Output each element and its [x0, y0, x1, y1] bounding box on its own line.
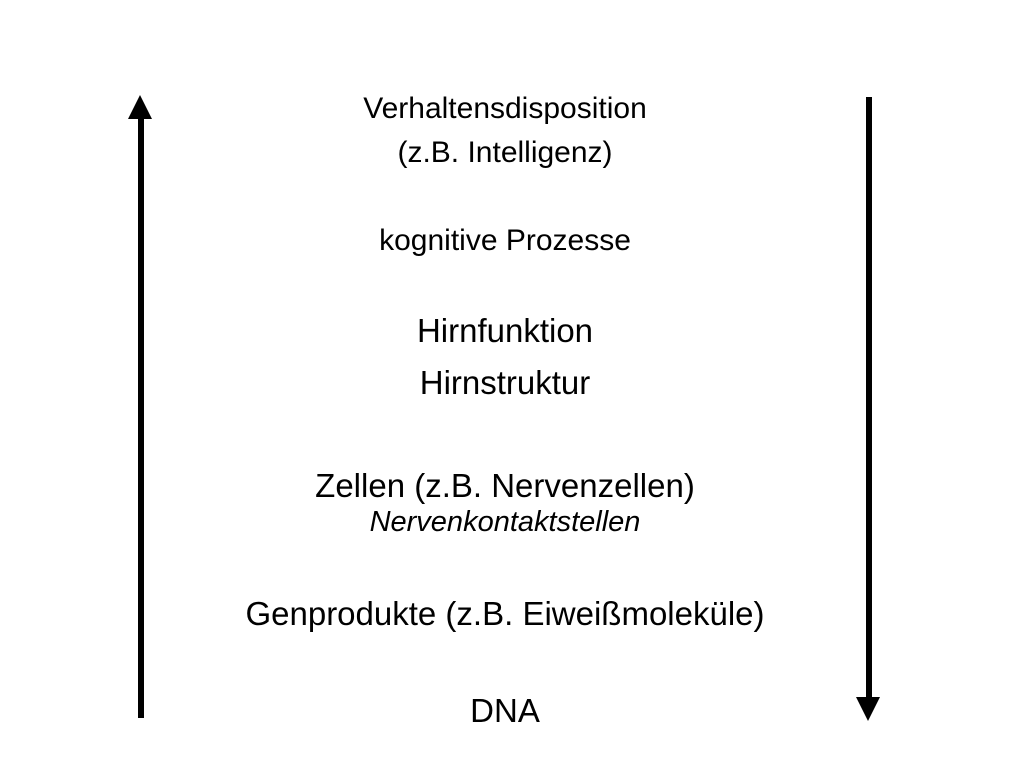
- up-arrow: [128, 95, 153, 718]
- level-dna: DNA: [470, 692, 540, 729]
- down-arrow-shaft: [865, 97, 872, 698]
- down-arrowhead-icon: [856, 697, 880, 721]
- level-intelligenz-example: (z.B. Intelligenz): [397, 136, 613, 169]
- level-genprodukte: Genprodukte (z.B. Eiweißmoleküle): [245, 595, 765, 632]
- up-arrowhead-icon: [128, 95, 152, 119]
- level-zellen: Zellen (z.B. Nervenzellen): [315, 467, 695, 504]
- level-hirnfunktion: Hirnfunktion: [416, 312, 594, 349]
- level-kognitive-prozesse: kognitive Prozesse: [379, 224, 631, 257]
- level-nervenkontaktstellen: Nervenkontaktstellen: [369, 506, 641, 538]
- down-arrow: [856, 97, 881, 721]
- up-arrow-shaft: [137, 116, 144, 718]
- level-verhaltensdisposition: Verhaltensdisposition: [363, 92, 647, 125]
- level-hirnstruktur: Hirnstruktur: [419, 364, 591, 401]
